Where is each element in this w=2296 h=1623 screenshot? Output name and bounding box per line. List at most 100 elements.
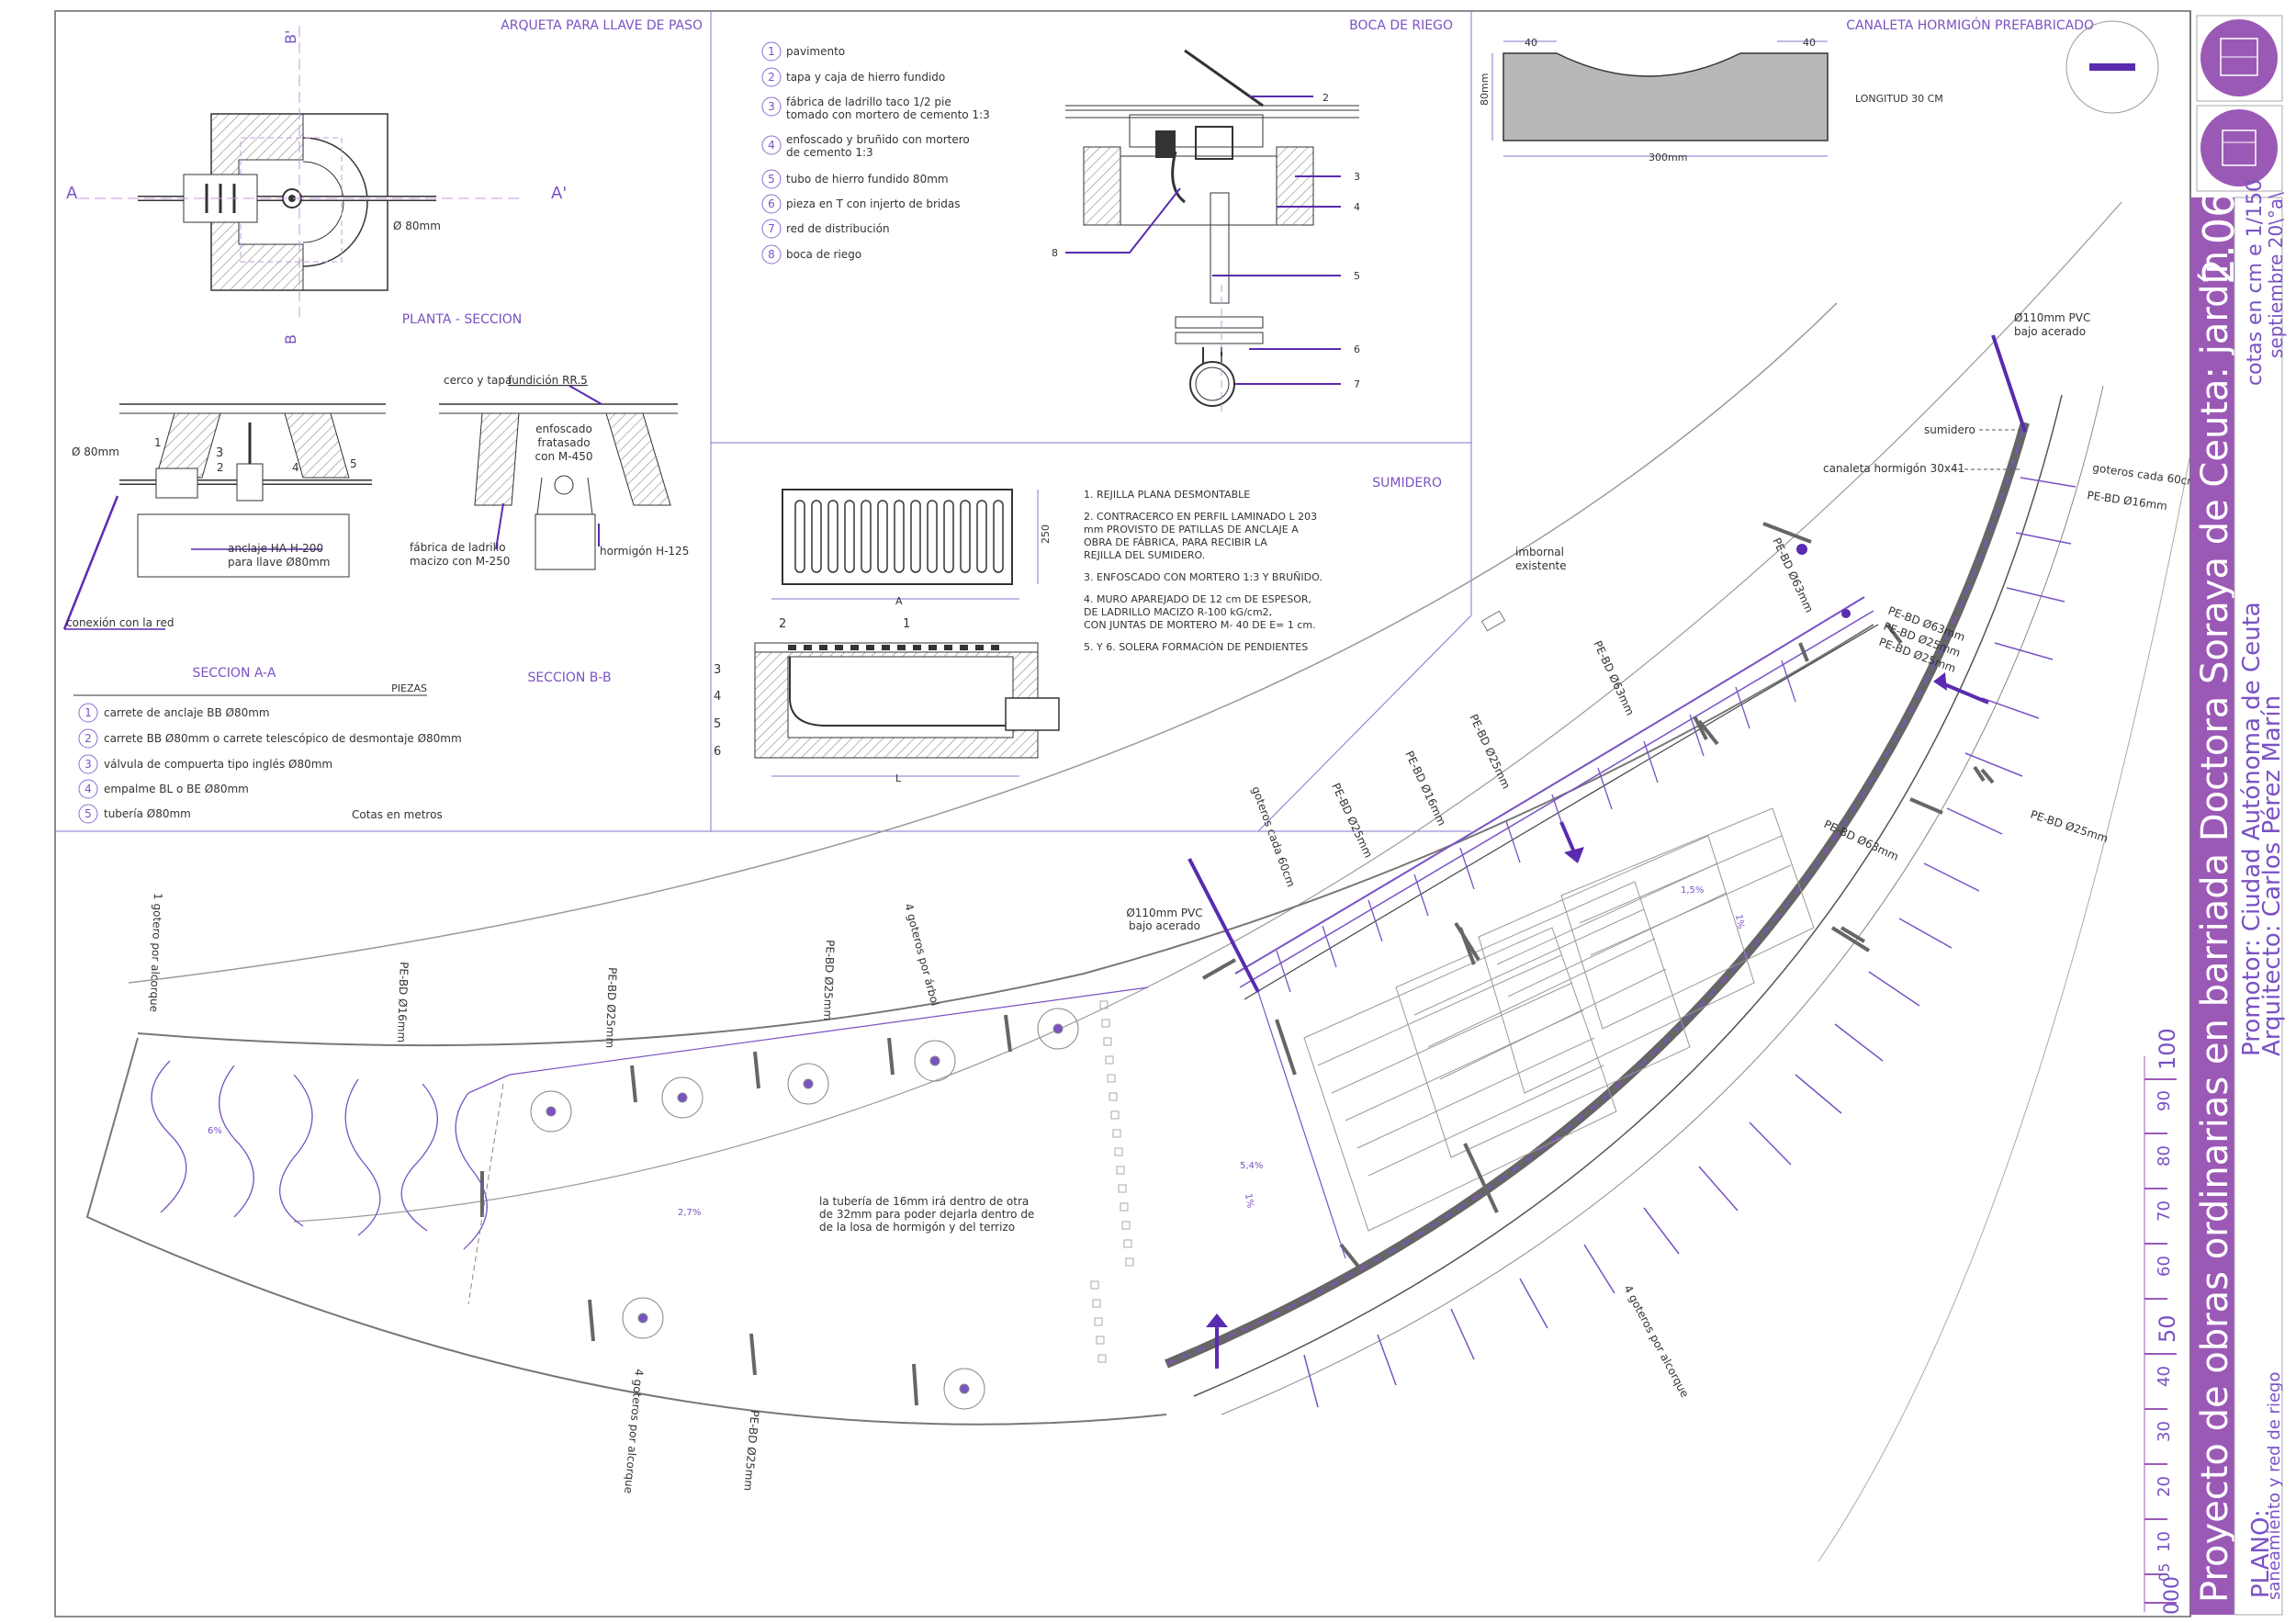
hormigon-label: hormigón H-125	[600, 545, 689, 558]
boca-legend-6: pieza en T con injerto de bridas	[786, 197, 960, 210]
pieza-3-num: 3	[84, 758, 92, 771]
sumidero-dim-a: A	[895, 595, 903, 607]
boca-legend-2: tapa y caja de hierro fundido	[786, 71, 945, 84]
title-block: Proyecto de obras ordinarias en barriada…	[2065, 11, 2287, 1617]
pieza-1-text: carrete de anclaje BB Ø80mm	[104, 706, 270, 719]
goteros-diag-label: goteros cada 60cm	[1249, 784, 1298, 888]
pvc-mid-label-2: bajo acerado	[1129, 919, 1200, 932]
svg-text:1%: 1%	[1243, 1193, 1255, 1210]
boca-legend-4: enfoscado y bruñido con mortero	[786, 133, 970, 146]
north-arrow-bar	[2089, 63, 2135, 71]
tuberia-note-2: de 32mm para poder dejarla dentro de	[819, 1208, 1034, 1221]
svg-text:40: 40	[2155, 1366, 2174, 1387]
pvc-top-label-2: bajo acerado	[2014, 325, 2086, 338]
cerco-label: cerco y tapa	[444, 374, 512, 387]
slope-labels: 6% 2,7% 5,4% 1% 1,5% 1%	[208, 885, 1746, 1218]
scale-ruler: 100 90 80 70 60 50 40 30 20 10 05 000	[2144, 1028, 2184, 1615]
svg-text:REJILLA DEL SUMIDERO.: REJILLA DEL SUMIDERO.	[1084, 549, 1205, 561]
boca-title: BOCA DE RIEGO	[1349, 18, 1453, 33]
gotero-ticks-right	[1303, 477, 2077, 1408]
cut-b-label: B	[282, 334, 299, 344]
pieza-1-num: 1	[84, 706, 92, 719]
pe25-left-b-label: PE-BD Ø25mm	[821, 940, 837, 1021]
svg-text:05: 05	[2155, 1563, 2173, 1582]
canaleta-dim-40a: 40	[1525, 37, 1537, 49]
sumidero-title: SUMIDERO	[1372, 476, 1442, 490]
plan-posts-left	[480, 1014, 1012, 1406]
svg-text:5. Y 6. SOLERA FORMACIÓN DE P: 5. Y 6. SOLERA FORMACIÓN DE PENDIENTES	[1084, 641, 1308, 653]
cut-a-prime-label: A'	[551, 184, 567, 203]
section-bb-label: SECCION B-B	[527, 671, 611, 685]
gotero-alcorque-label: 1 gotero por alcorque	[147, 893, 164, 1012]
section-aa-label: SECCION A-A	[193, 666, 276, 681]
pvc-top-label-1: Ø110mm PVC	[2014, 311, 2090, 324]
boca-legend-8: boca de riego	[786, 248, 861, 261]
fabrica-label: fábrica de ladrillo	[410, 541, 506, 554]
alcorques	[530, 1008, 1079, 1410]
svg-text:3. ENFOSCADO CON MORTERO 1:3 Y: 3. ENFOSCADO CON MORTERO 1:3 Y BRUÑIDO.	[1084, 571, 1322, 583]
boca-legend-1: pavimento	[786, 45, 845, 58]
pe16-left-label: PE-BD Ø16mm	[395, 962, 411, 1043]
sheet-number: 2.06	[2194, 191, 2244, 285]
canaleta-dim-40b: 40	[1803, 37, 1816, 49]
drip-lines	[151, 1060, 488, 1250]
canaleta-detail: CANALETA HORMIGÓN PREFABRICADO 40 40 80m…	[1479, 17, 2094, 163]
alcorque-left-label: 4 goteros por alcorque	[622, 1369, 646, 1494]
canaleta-dim-80: 80mm	[1479, 73, 1491, 106]
imbornal-label-2: existente	[1515, 559, 1567, 572]
sec-num-3: 3	[216, 446, 223, 460]
svg-text:4: 4	[1354, 201, 1360, 213]
fecha: septiembre 20\°a\	[2265, 192, 2287, 358]
svg-text:30: 30	[2155, 1421, 2174, 1442]
sumidero-label: sumidero	[1924, 423, 1975, 436]
dashed-squares	[1090, 1000, 1134, 1363]
arqueta-plan-wall	[210, 113, 304, 291]
plan-diameter-label: Ø 80mm	[393, 220, 441, 232]
tuberia-note-3: de la losa de hormigón y del terrizo	[819, 1221, 1015, 1234]
svg-text:000: 000	[2161, 1576, 2184, 1615]
pvc-pipe-top	[1991, 334, 2027, 433]
svg-text:2: 2	[768, 71, 775, 84]
anclaje-label: anclaje HA H-200	[228, 542, 323, 555]
sumidero-num-2: 2	[779, 617, 786, 631]
svg-text:mm PROVISTO DE PATILLAS DE ANC: mm PROVISTO DE PATILLAS DE ANCLAJE A	[1084, 524, 1299, 535]
canaleta-title: CANALETA HORMIGÓN PREFABRICADO	[1846, 17, 2094, 33]
canaleta-dim-300: 300mm	[1649, 152, 1687, 163]
boca-legend-5: tubo de hierro fundido 80mm	[786, 173, 949, 186]
cotas-scale: cotas en cm e 1/150	[2244, 179, 2267, 386]
svg-text:100: 100	[2155, 1028, 2180, 1070]
boca-legend-3b: tomado con mortero de cemento 1:3	[786, 108, 990, 121]
plan-outer-arc	[128, 302, 1838, 984]
sumidero-num-4: 4	[714, 690, 721, 704]
con-m450-label: con M-450	[535, 450, 593, 463]
sec-num-2: 2	[217, 461, 224, 474]
macizo-label: macizo con M-250	[410, 555, 510, 568]
enfoscado-label: enfoscado	[535, 423, 592, 435]
section-aa-drawing	[119, 403, 386, 578]
plano-label: PLANO:	[2247, 1509, 2275, 1598]
boca-callouts: 2 3 4 5 6 7 8	[1052, 92, 1360, 390]
cotas-metros-label: Cotas en metros	[352, 808, 443, 821]
tuberia-note-1: la tubería de 16mm irá dentro de otra	[819, 1195, 1029, 1208]
boca-legend-4b: de cemento 1:3	[786, 146, 873, 159]
sumidero-section	[754, 642, 1060, 759]
promotor-label: Promotor: Ciudad Autónoma de Ceuta	[2238, 602, 2266, 1056]
svg-text:6%: 6%	[208, 1126, 222, 1136]
boca-riego-detail: BOCA DE RIEGO 1 pavimento 2 tapa y caja …	[761, 18, 1453, 413]
cut-b-prime-label: B'	[282, 30, 299, 44]
sumidero-notes: 1. REJILLA PLANA DESMONTABLE 2. CONTRACE…	[1084, 489, 1322, 653]
sumidero-grate	[782, 489, 1013, 585]
boca-legend-3: fábrica de ladrillo taco 1/2 pie	[786, 96, 951, 108]
svg-text:60: 60	[2155, 1256, 2174, 1277]
svg-text:3: 3	[768, 100, 775, 113]
svg-text:7: 7	[1354, 378, 1360, 390]
sec-num-4: 4	[292, 461, 299, 474]
pe25-left-a-label: PE-BD Ø25mm	[603, 967, 619, 1049]
pe63-diag-label: PE-BD Ø63mm	[1591, 638, 1637, 717]
pe25-diag-label: PE-BD Ø25mm	[1467, 712, 1513, 791]
flow-arrow-3	[1559, 821, 1577, 855]
pieza-4-text: empalme BL o BE Ø80mm	[104, 783, 249, 795]
plan-posts	[1202, 522, 1995, 1269]
diag-pipe-3	[1244, 624, 1879, 1000]
arqueta-plan-arc	[302, 137, 368, 267]
